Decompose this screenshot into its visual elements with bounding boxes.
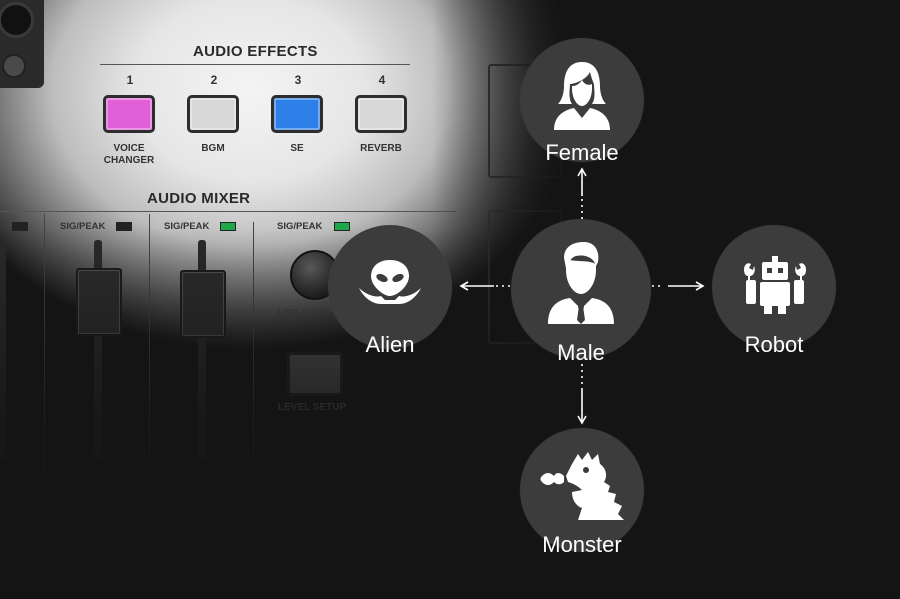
sig-peak-led [116,222,132,231]
divider [0,211,456,212]
xlr-socket [0,2,34,38]
reverb-button[interactable] [355,95,407,133]
effect-label: VOICE CHANGER [103,143,155,166]
fader-knob[interactable] [76,268,122,336]
female-label: Female [545,140,619,165]
effect-label: REVERB [360,143,402,154]
bgm-button[interactable] [187,95,239,133]
sig-peak-led [220,222,236,231]
monster-label: Monster [542,532,622,557]
fader-knob[interactable] [180,270,226,338]
screw [2,54,26,78]
female-person-icon [554,62,610,130]
robot-label: Robot [744,332,804,357]
divider [100,64,410,65]
alien-icon [359,260,421,304]
usb-stream-label: USB STRE [278,308,329,319]
audio-mixer-panel: AUDIO EFFECTS 1 2 3 4 VOICE CHANGER BGM … [0,0,562,520]
robot-icon [744,256,806,314]
effect-label: SE [290,143,304,154]
audio-effects-title: AUDIO EFFECTS [193,43,318,60]
effect-number: 2 [210,73,218,87]
effect-number: 4 [378,73,386,87]
effect-number: 3 [294,73,302,87]
voice-changer-button[interactable] [103,95,155,133]
sig-peak-led [12,222,28,231]
fader-track [0,240,6,460]
channel-divider [253,222,254,472]
channel-divider [149,214,150,474]
se-button[interactable] [271,95,323,133]
alien-label: Alien [365,332,415,357]
audio-mixer-title: AUDIO MIXER [147,190,251,207]
effect-number: 1 [126,73,134,87]
male-person-icon [548,242,614,324]
monster-icon [540,452,624,520]
xlr-connector [0,0,44,88]
effect-label: BGM [201,143,225,154]
sig-peak-led [334,222,350,231]
sig-peak-label: SIG/PEAK [164,221,210,232]
male-label: Male [557,340,605,365]
sig-peak-label: SIG/PEAK [60,221,106,232]
sig-peak-label: SIG/PEAK [277,221,323,232]
level-setup-button[interactable] [287,352,343,396]
level-setup-label: LEVEL SETUP [278,402,347,413]
channel-divider [44,214,45,474]
